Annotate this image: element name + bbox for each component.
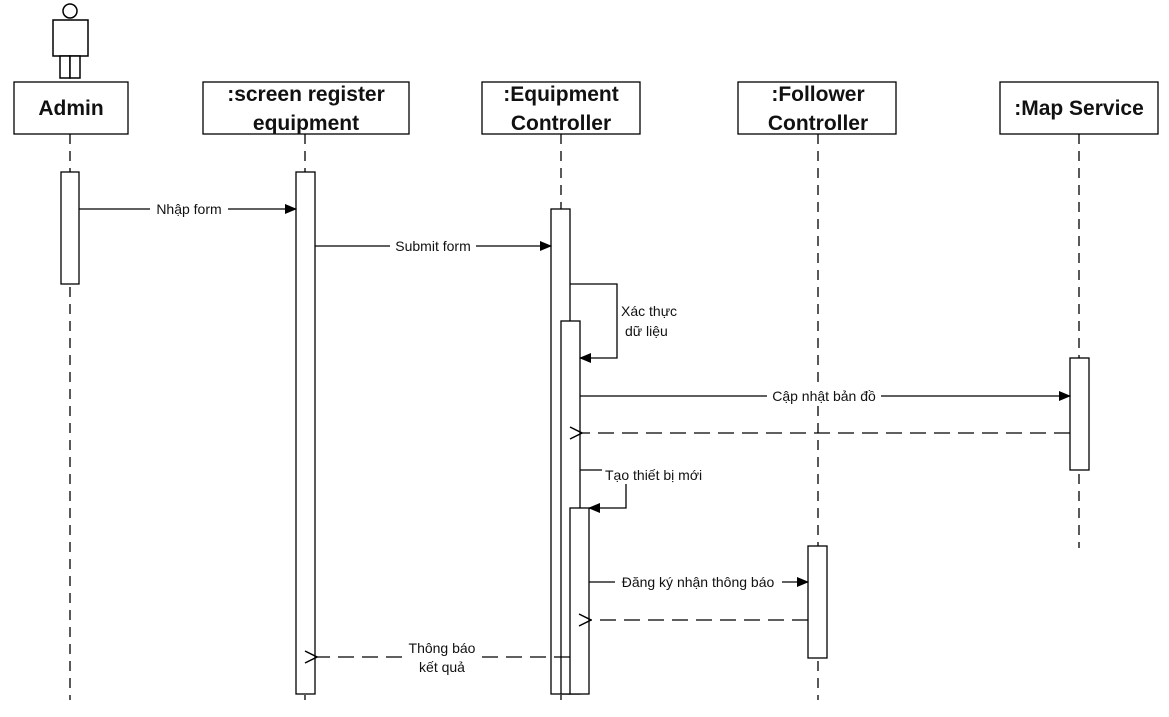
participant-admin-label: Admin [38, 97, 103, 120]
activation-follower [807, 545, 828, 659]
participant-equipment-label-2: Controller [511, 112, 611, 135]
participant-map-label: :Map Service [1014, 97, 1144, 120]
participant-screen-label-2: equipment [253, 112, 359, 135]
participant-follower: :Follower Controller [737, 81, 897, 135]
activation-screen [295, 171, 316, 695]
activation-equipment-self-2 [569, 507, 590, 695]
message-tao-thiet-bi-label: Tạo thiết bị mới [605, 467, 702, 483]
activation-admin [60, 171, 80, 285]
actor-icon [52, 3, 89, 79]
participant-screen-label-1: :screen register [227, 83, 385, 106]
participant-screen: :screen register equipment [202, 81, 410, 135]
participant-equipment: :Equipment Controller [481, 81, 641, 135]
participant-equipment-label-1: :Equipment [503, 83, 619, 106]
message-xac-thuc-arrow [570, 283, 618, 363]
message-thong-bao-label-1: Thông báo [409, 640, 476, 656]
message-dang-ky-label: Đăng ký nhận thông báo [622, 574, 775, 590]
message-xac-thuc-label-1: Xác thực [621, 303, 677, 319]
message-nhap-form-label: Nhập form [156, 201, 221, 217]
participant-admin: Admin [13, 81, 129, 135]
participant-follower-label-2: Controller [768, 112, 868, 135]
participant-follower-label-1: :Follower [771, 83, 864, 106]
message-xac-thuc-label-2: dữ liệu [625, 323, 668, 339]
message-thong-bao-label-2: kết quả [419, 659, 465, 675]
participant-map: :Map Service [999, 81, 1159, 135]
activation-map [1069, 357, 1090, 471]
message-cap-nhat-label: Cập nhật bản đồ [772, 388, 876, 404]
message-submit-form-label: Submit form [395, 238, 470, 254]
